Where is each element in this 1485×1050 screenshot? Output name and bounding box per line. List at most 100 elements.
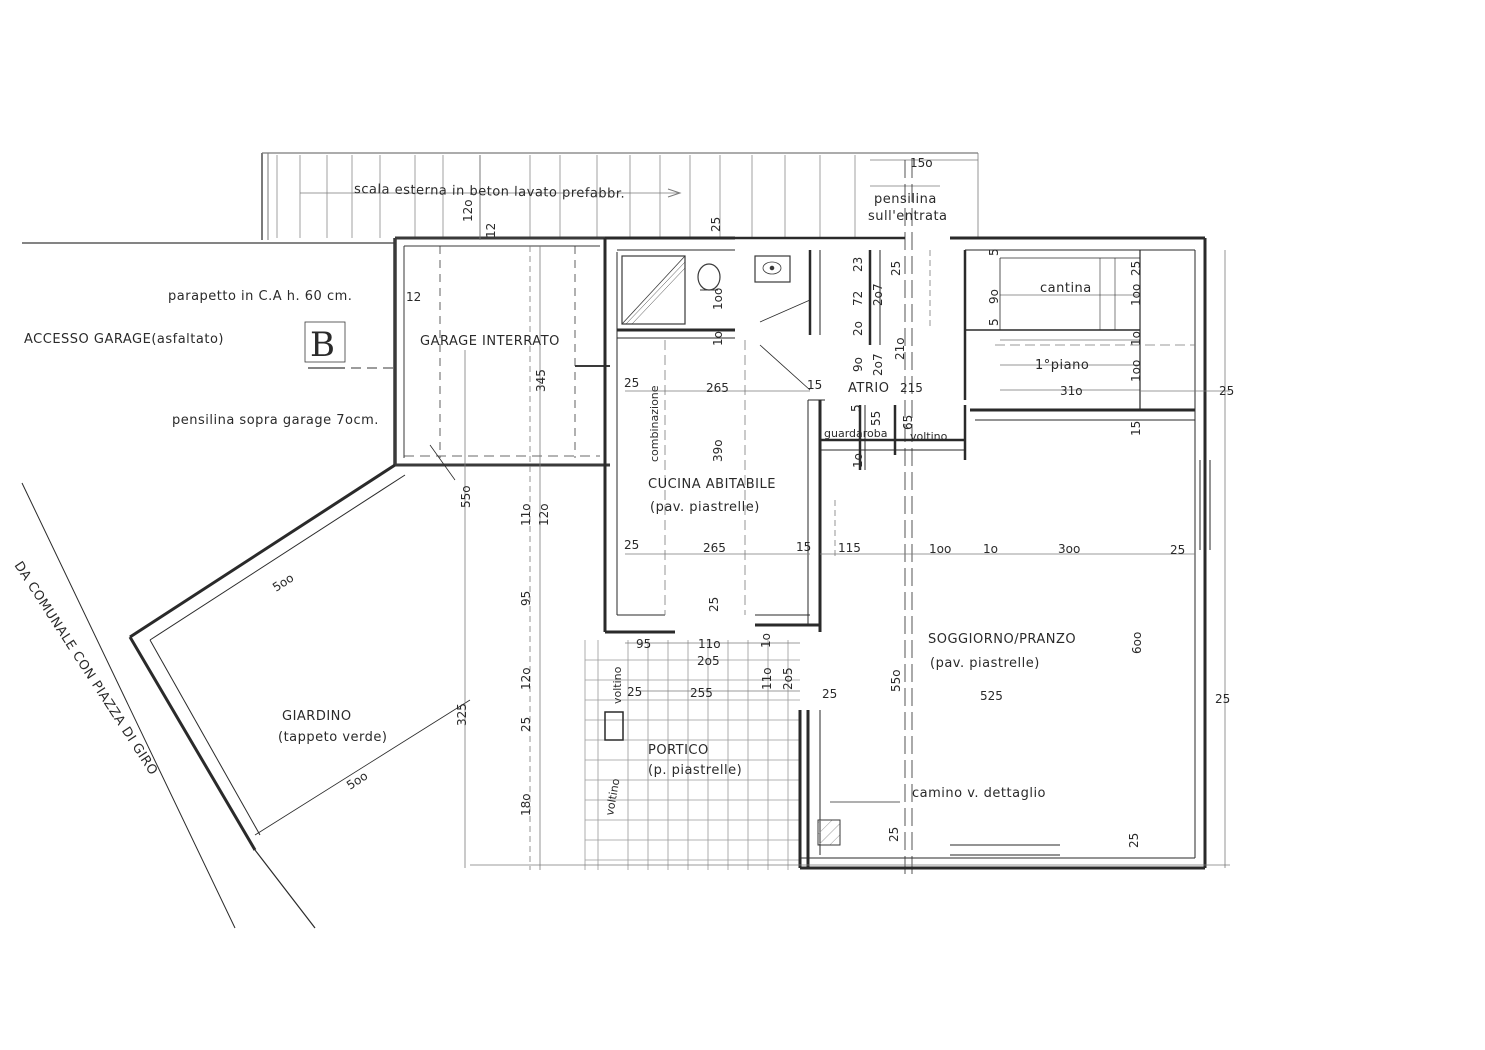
fireplace-note: camino v. dettaglio [912,786,1046,801]
dim-label: 25 [1215,692,1230,706]
dim-label: 525 [980,689,1003,703]
dim-label: 5 [987,248,1001,256]
dim-label: 12o [519,667,533,690]
canopy-entry-note-2: sull'entrata [868,209,948,224]
dim-label: 31o [1060,384,1083,398]
dim-label: 12o [537,503,551,526]
dim-label: 25 [519,717,533,732]
dim-label: 2o5 [781,667,795,690]
portico-columns [604,710,802,868]
dim-label: 25 [624,376,639,390]
dim-label: 25 [1170,543,1185,557]
garage-access-note: ACCESSO GARAGE(asfaltato) [24,332,224,347]
dim-label: 25 [707,597,721,612]
dim-label: 1o [759,633,773,648]
dim-label: 23 [851,257,865,272]
dim-label: 21o [893,337,907,360]
wardrobe-label: guardaroba [824,427,887,440]
portico-grid [584,640,800,870]
dim-label: 115 [838,541,861,555]
dim-label: 55 [869,411,883,426]
dim-label: 15o [910,156,933,170]
dim-label: 1oo [1129,284,1143,306]
dim-label: 25 [822,687,837,701]
atrium-walls [735,160,967,880]
dimension-lines [464,155,1230,870]
dim-label: 2o7 [871,353,885,376]
room-first-floor-label: 1°piano [1035,358,1089,373]
dim-label: 9o [851,357,865,372]
dim-label: 265 [706,381,729,395]
dim-label: 5 [987,318,1001,326]
room-garage-label: GARAGE INTERRATO [420,334,560,349]
dim-label: 1o [711,331,725,346]
section-mark: B [310,325,335,365]
dim-label: 1o [1129,331,1143,346]
parapet-note: parapetto in C.A h. 60 cm. [168,289,352,304]
dim-label: 95 [636,637,651,651]
shower-icon [621,255,686,325]
toilet-icon [697,263,721,291]
room-garden-floor: (tappeto verde) [278,730,387,745]
room-kitchen-label: CUCINA ABITABILE [648,477,776,492]
road-note: DA COMUNALE CON PIAZZA DI GIRO [11,559,161,778]
dim-label: 15 [807,378,822,392]
dim-label: 55o [459,485,473,508]
dim-label: 5oo [344,769,370,793]
dim-label: 11o [760,667,774,690]
kitchen-walls [603,236,825,634]
dim-label: 15 [1129,421,1143,436]
room-garden-label: GIARDINO [282,709,352,724]
room-porch-floor: (p. piastrelle) [648,763,742,778]
dim-label: 345 [534,369,548,392]
dim-label: 25 [1127,833,1141,848]
dim-label: 25 [709,217,723,232]
dim-label: 255 [690,686,713,700]
dim-label: 9o [987,289,1001,304]
dim-label: 2o7 [871,283,885,306]
dim-label: 25 [887,827,901,842]
dim-label: 215 [900,381,923,395]
living-walls [800,238,1211,870]
room-porch-label: PORTICO [648,743,709,758]
dim-label: 95 [519,591,533,606]
garden-outline [21,444,471,929]
dim-label: 25 [1219,384,1234,398]
vault-left-label-1: voltino [611,666,624,704]
dim-label: 12o [461,199,475,222]
dim-label: 265 [703,541,726,555]
dim-label: 11o [698,637,721,651]
dim-label: 1o [851,453,865,468]
garage-outline [22,236,610,467]
dim-label: 1oo [929,542,951,556]
room-kitchen-floor: (pav. piastrelle) [650,500,760,515]
sink-icon [754,255,791,283]
cellar-stairs [950,236,1205,421]
room-living-label: SOGGIORNO/PRANZO [928,632,1076,647]
dim-label: 6oo [1130,632,1144,654]
combination-label: combinazione [648,385,661,462]
dim-label: 25 [627,685,642,699]
dim-label: 5oo [270,571,296,595]
dim-label: 1o [983,542,998,556]
vault-label: voltino [910,430,948,443]
dim-label: 3oo [1058,542,1080,556]
dim-label: 25 [889,261,903,276]
dim-label: 25 [624,538,639,552]
dim-label: 11o [519,503,533,526]
vault-left-label-2: voltino [603,777,622,816]
room-living-floor: (pav. piastrelle) [930,656,1040,671]
canopy-entry-note-1: pensilina [874,192,937,207]
dim-label: 325 [455,703,469,726]
fireplace-icon [817,819,841,846]
dim-label: 72 [851,291,865,306]
dim-label: 18o [519,793,533,816]
dim-label: 1oo [1129,360,1143,382]
room-atrium-label: ATRIO [848,381,889,396]
canopy-garage-note: pensilina sopra garage 7ocm. [172,413,379,428]
stair-note: scala esterna in beton lavato prefabbr. [354,182,625,202]
dim-label: 1oo [711,288,725,310]
dim-label: 2o5 [697,654,720,668]
dim-label: 12 [484,223,498,238]
